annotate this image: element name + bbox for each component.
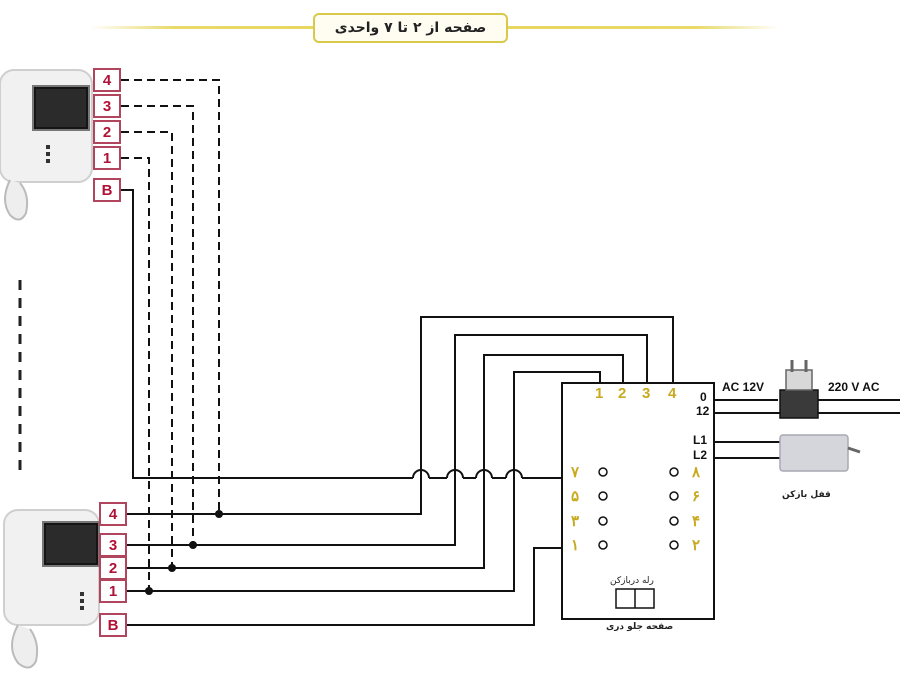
panel-button-label-3: ۳ <box>571 513 580 530</box>
upper-intercom-monitor <box>0 69 93 221</box>
lower-terminal-1: 1 <box>99 579 127 603</box>
panel-button-label-1: ۱ <box>571 537 580 554</box>
panel-button-label-8: ۸ <box>692 464 701 481</box>
diagram-title: صفحه از ۲ تا ۷ واحدی <box>313 13 508 43</box>
panel-top-terminal-3: 3 <box>642 385 651 402</box>
upper-dashed-wires <box>121 79 220 591</box>
panel-terminal-0: 0 <box>700 390 707 404</box>
b-wire-crossovers <box>412 469 562 479</box>
door-opener-caption: قفل بازکن <box>782 490 831 500</box>
upper-terminal-2: 2 <box>93 120 121 144</box>
panel-terminal-l2: L2 <box>693 448 708 462</box>
door-panel-caption: صفحه جلو دری <box>606 622 674 632</box>
lower-terminal-2: 2 <box>99 556 127 580</box>
transformer-icon <box>779 360 819 419</box>
panel-button-label-6: ۶ <box>692 488 701 505</box>
panel-button-label-4: ۴ <box>692 513 701 530</box>
panel-top-terminal-2: 2 <box>618 385 627 402</box>
ac-220v-label: 220 V AC <box>828 380 880 394</box>
upper-terminal-3: 3 <box>93 94 121 118</box>
lower-bus-wires <box>127 316 674 626</box>
panel-terminal-12: 12 <box>696 404 710 418</box>
upper-terminal-b: B <box>93 178 121 202</box>
door-panel-box <box>561 382 715 620</box>
lower-terminal-4: 4 <box>99 502 127 526</box>
upper-terminal-1: 1 <box>93 146 121 170</box>
ac-12v-label: AC 12V <box>722 380 765 394</box>
b-common-wire <box>121 189 413 479</box>
lower-terminal-b: B <box>99 613 127 637</box>
lower-terminal-3: 3 <box>99 533 127 557</box>
panel-button-label-5: ۵ <box>571 488 580 505</box>
panel-top-terminal-1: 1 <box>595 385 604 402</box>
wire-junctions <box>145 510 223 595</box>
upper-terminal-4: 4 <box>93 68 121 92</box>
lower-intercom-monitor <box>3 509 100 669</box>
door-opener-icon <box>779 434 861 472</box>
panel-buttons <box>598 467 679 550</box>
panel-button-label-2: ۲ <box>692 537 701 554</box>
panel-top-terminal-4: 4 <box>668 385 677 402</box>
panel-button-label-7: ۷ <box>571 464 580 481</box>
relay-label: رله دربازکن <box>610 576 654 586</box>
panel-terminal-l1: L1 <box>693 433 708 447</box>
